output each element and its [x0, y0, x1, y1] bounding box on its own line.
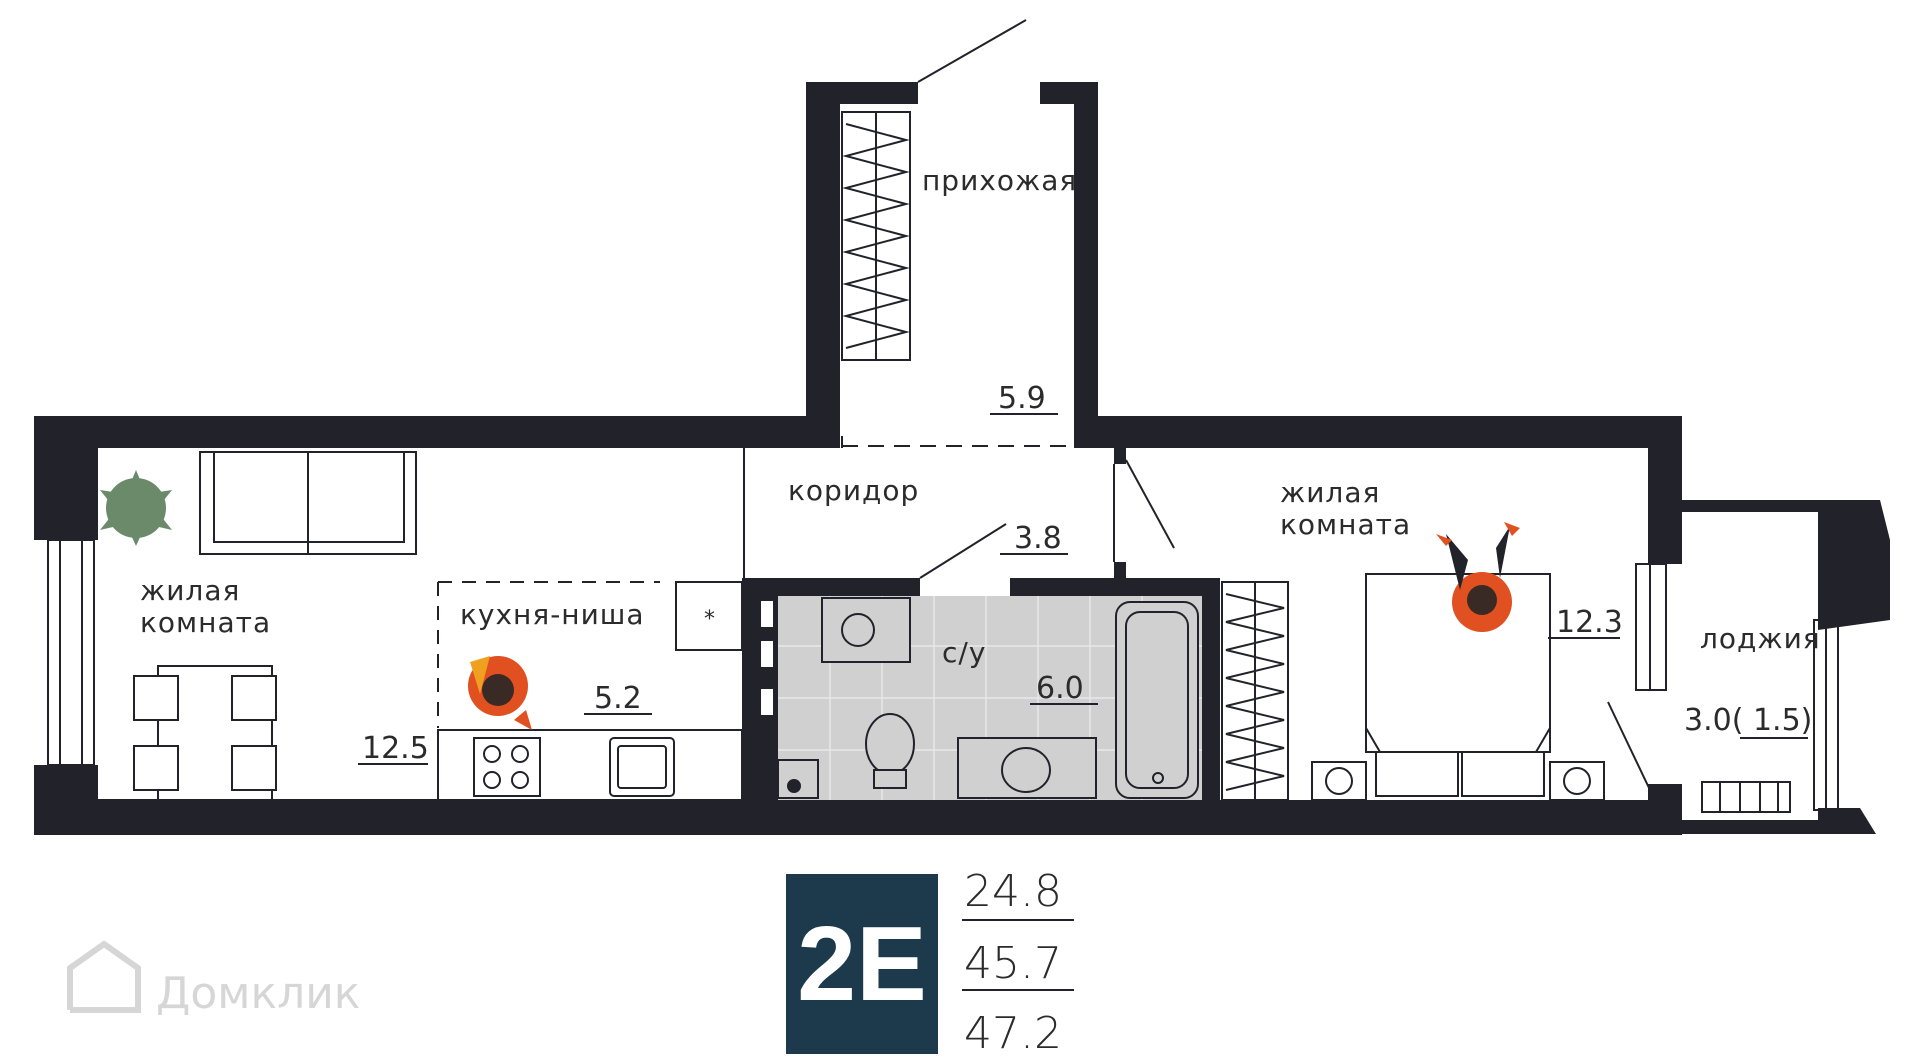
- wall-left-upper: [34, 416, 98, 540]
- bathroom-fixtures: [759, 597, 1199, 799]
- room-name-living-right-1: жилая: [1280, 476, 1380, 509]
- walls: [34, 82, 1890, 835]
- plant-icon: [100, 470, 172, 546]
- room-area-loggia: 3.0( 1.5): [1684, 703, 1812, 738]
- room-name-bathroom: с/у: [942, 636, 986, 669]
- room-name-hallway: прихожая: [922, 164, 1077, 197]
- wall-bath-top-left: [742, 578, 920, 596]
- fridge-mark: *: [704, 607, 715, 632]
- room-area-bathroom: 6.0: [1036, 671, 1084, 706]
- windows: [47, 539, 1839, 811]
- watermark-text: Домклик: [156, 968, 360, 1019]
- entrance-door: [917, 19, 1027, 83]
- room-area-living-right: 12.3: [1556, 605, 1623, 640]
- total-area: 45.7: [964, 938, 1062, 989]
- wall-bath-top-right: [1010, 578, 1220, 596]
- room-name-kitchen: кухня-ниша: [460, 598, 645, 631]
- wall-right-upper: [1648, 416, 1682, 564]
- wall-partition: [1114, 448, 1126, 464]
- area-totals: 24.8 45.7 47.2: [962, 866, 1074, 1059]
- house-icon: [67, 940, 141, 1013]
- wall-bath-right: [1202, 578, 1220, 800]
- person-icon-bedroom: [1436, 522, 1520, 632]
- wall-top-right: [1074, 416, 1682, 448]
- wall-loggia-top: [1682, 500, 1890, 630]
- room-name-loggia: лоджия: [1700, 622, 1821, 655]
- room-area-kitchen: 5.2: [594, 681, 642, 716]
- room-area-living-left: 12.5: [362, 731, 429, 766]
- fridge-icon: [675, 581, 743, 651]
- window-left: [47, 539, 95, 766]
- room-name-living-left-1: жилая: [140, 574, 240, 607]
- wardrobe-hallway: [841, 111, 911, 361]
- stove-icon: [473, 737, 541, 797]
- watermark: Домклик: [67, 940, 360, 1019]
- dining-table: [133, 665, 277, 801]
- total-area-with-loggia: 47.2: [964, 1008, 1062, 1059]
- wall-loggia-bottom: [1682, 808, 1876, 834]
- wall-entrance-right: [1074, 82, 1098, 422]
- wall-top-left: [34, 416, 840, 448]
- bathroom-sink-icon: [1001, 747, 1051, 793]
- kitchen-fixtures: [437, 581, 743, 801]
- sofa: [199, 451, 417, 555]
- wall-entrance-top-left: [806, 82, 918, 104]
- wardrobe-bedroom: [1221, 581, 1289, 801]
- unit-badge: [786, 874, 938, 1054]
- living-area: 24.8: [964, 866, 1062, 917]
- radiator-icon: [1701, 781, 1791, 813]
- wall-entrance-left: [806, 82, 840, 422]
- wall-right-lower: [1648, 784, 1682, 835]
- room-name-living-right-2: комната: [1280, 508, 1411, 541]
- unit-code: 2Е: [797, 905, 927, 1023]
- room-labels: прихожая 5.9 коридор 3.8 жилая комната 1…: [140, 164, 1821, 766]
- room-area-hallway: 5.9: [998, 381, 1046, 416]
- room-name-living-left-2: комната: [140, 606, 271, 639]
- wall-bottom: [34, 800, 1682, 835]
- room-name-corridor: коридор: [788, 474, 919, 507]
- toilet-icon: [865, 713, 915, 775]
- wall-partition-2: [1114, 562, 1126, 580]
- room-area-corridor: 3.8: [1014, 521, 1062, 556]
- kitchen-niche-outline: [437, 581, 660, 728]
- person-icon-kitchen: [468, 656, 532, 730]
